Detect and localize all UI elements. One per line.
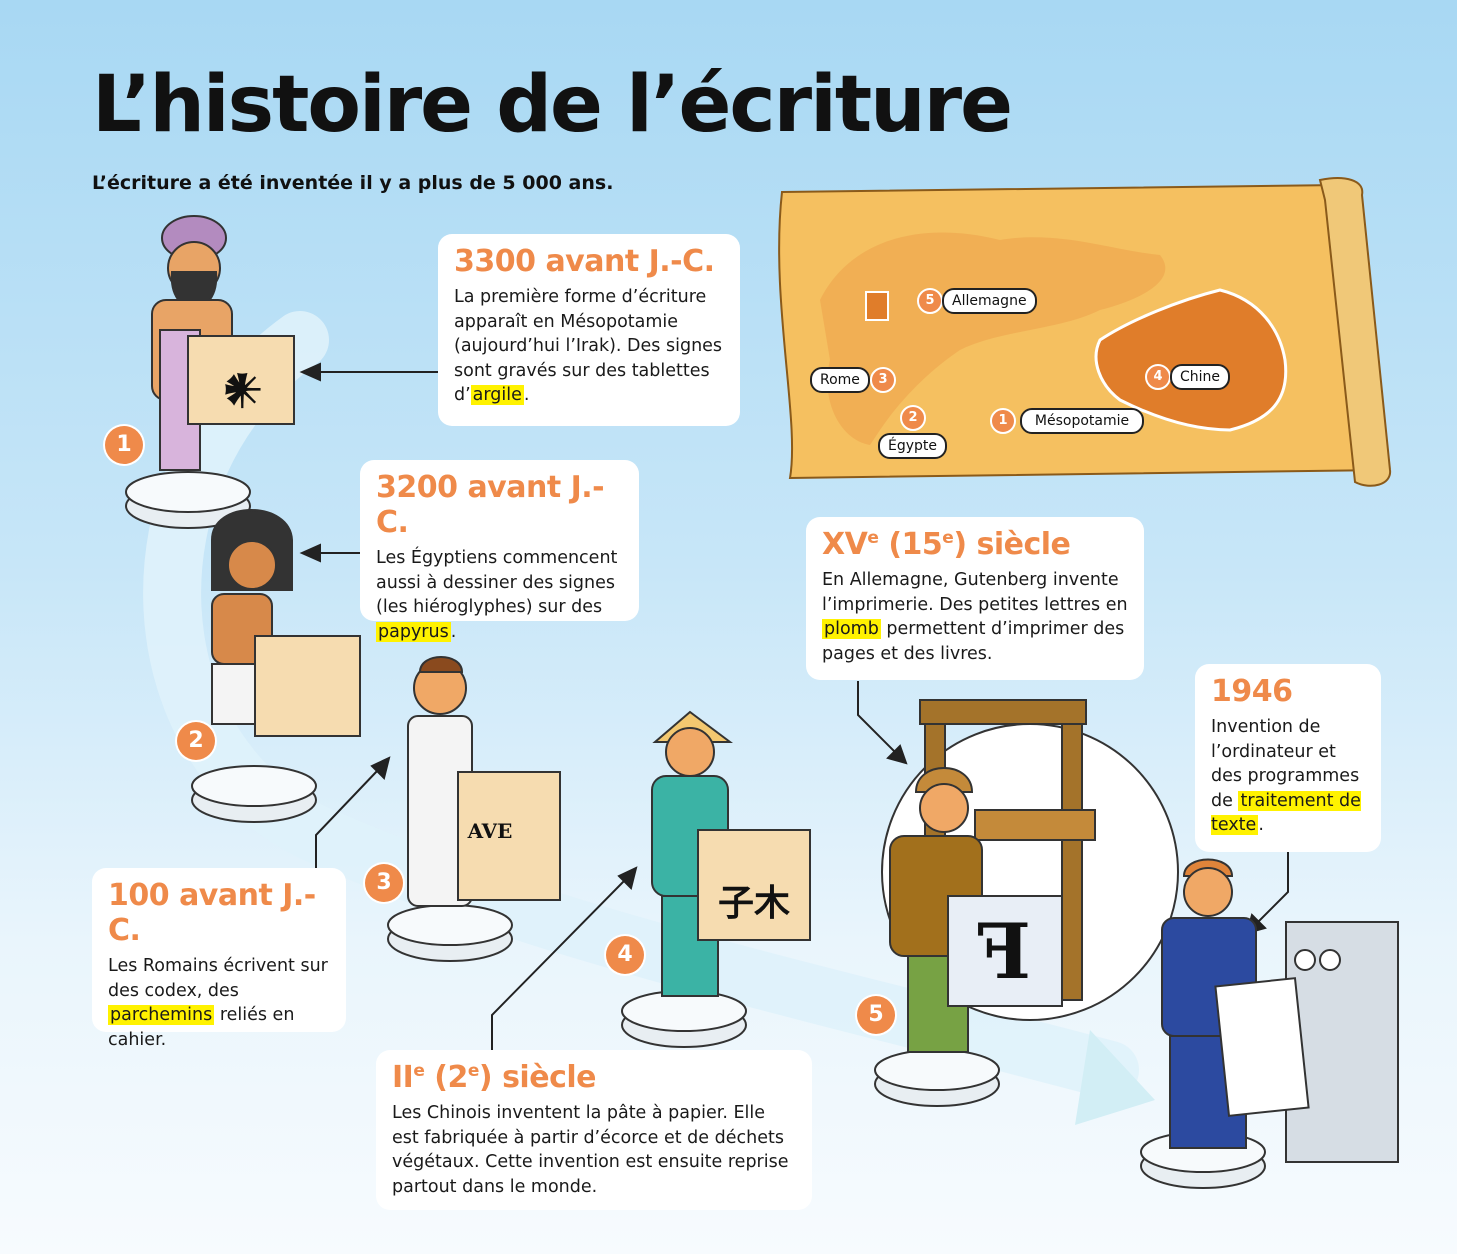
map-label-rome: Rome [810,367,870,393]
event-2nd-century: IIe (2e) siècle Les Chinois inventent la… [376,1050,812,1210]
pointer-arrows [299,362,1289,1050]
event-1946: 1946 Invention de l’ordinateur et des pr… [1195,664,1381,852]
badge-3: 3 [365,864,403,902]
event-text: La première forme d’écriture apparaît en… [454,287,723,405]
badge-5: 5 [857,996,895,1034]
print-letter-sign: F [977,906,1031,996]
event-date: IIe (2e) siècle [392,1060,596,1095]
event-date: 100 avant J.-C. [108,878,316,948]
map-num-egypte: 2 [900,405,926,431]
event-date: 3300 avant J.-C. [454,244,715,279]
europe-land [820,232,1166,445]
event-text: Invention de l’ordinateur et des program… [1211,717,1361,835]
germany-region [865,291,889,321]
event-date: 1946 [1211,674,1293,709]
highlight-word: papyrus [376,621,451,642]
event-text: Les Égyptiens commencent aussi à dessine… [376,548,618,642]
pedestals [125,471,1266,1189]
event-date: 3200 avant J.-C. [376,470,605,540]
page-subtitle: L’écriture a été inventée il y a plus de… [92,172,614,194]
figure-computer [1161,858,1399,1163]
event-text: Les Chinois inventent la pâte à papier. … [392,1103,789,1197]
page-title: L’histoire de l’écriture [92,60,1013,150]
map-num-rome: 3 [870,367,896,393]
map-label-allemagne: Allemagne [942,288,1037,314]
highlight-word: plomb [822,619,881,639]
figure-mesopotamian [151,215,295,471]
china-region [1094,288,1288,432]
figure-egyptian [211,509,361,737]
event-3300bc: 3300 avant J.-C. La première forme d’écr… [438,234,740,426]
event-date: XVe (15e) siècle [822,527,1071,562]
badge-1: 1 [105,426,143,464]
event-15th-century: XVe (15e) siècle En Allemagne, Gutenberg… [806,517,1144,680]
badge-4: 4 [606,936,644,974]
event-100bc: 100 avant J.-C. Les Romains écrivent sur… [92,868,346,1050]
figure-roman [407,656,561,907]
map-num-mesopotamie: 1 [990,408,1016,434]
event-3200bc: 3200 avant J.-C. Les Égyptiens commencen… [360,460,639,642]
map-scroll [778,177,1392,487]
map-num-allemagne: 5 [917,288,943,314]
roman-sign: AVE [467,819,513,843]
chinese-sign: 子木 [717,882,790,924]
event-text: En Allemagne, Gutenberg invente l’imprim… [822,570,1128,664]
map-label-mesopotamie: Mésopotamie [1020,408,1144,434]
highlight-word: argile [470,385,524,405]
event-text: Les Romains écrivent sur des codex, des … [108,956,328,1050]
highlight-word: parchemins [108,1005,215,1025]
timeline-arrow-head [1075,1030,1155,1125]
cuneiform-sign: 𒀭 [222,366,264,413]
figure-chinese [651,710,811,997]
figure-gutenberg [881,699,1179,1053]
map-label-chine: Chine [1170,364,1231,390]
badge-2: 2 [177,722,215,760]
map-label-egypte: Égypte [878,433,948,459]
map-num-chine: 4 [1145,364,1171,390]
